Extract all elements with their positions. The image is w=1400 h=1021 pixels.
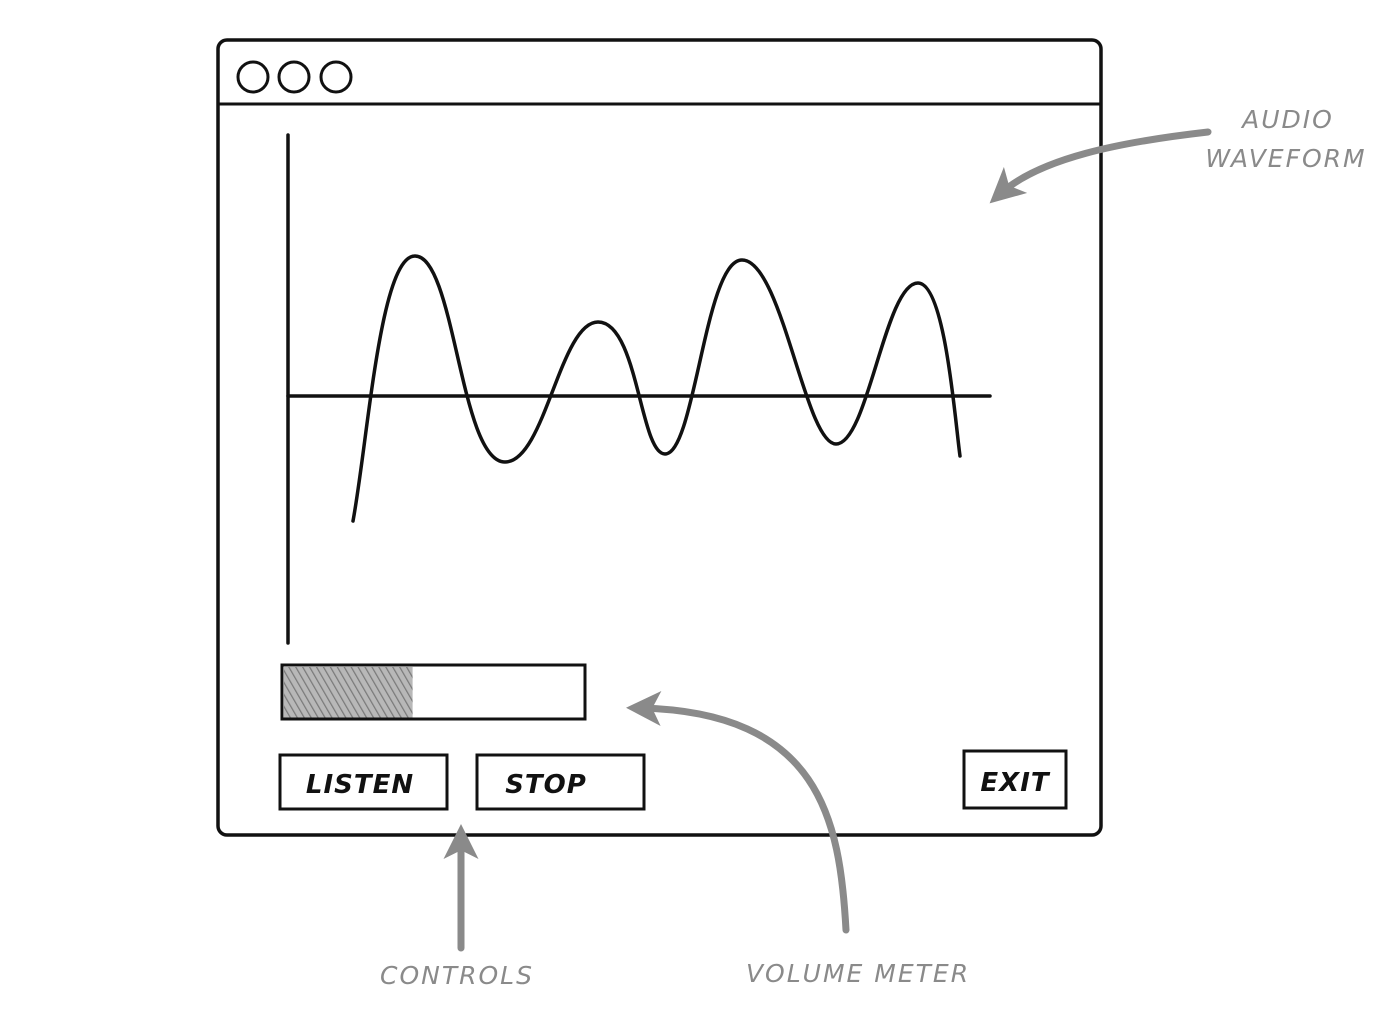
annotation-controls: CONTROLS [380,824,534,990]
exit-button[interactable]: EXIT [962,749,1068,810]
annotation-controls-label: CONTROLS [380,961,534,990]
annotation-volume-meter: VOLUME METER [626,690,970,988]
arrow-to-waveform [989,128,1212,204]
arrow-to-volume-meter [626,690,850,934]
window-close-dot[interactable] [236,60,270,94]
window-frame [216,38,1103,837]
exit-button-label: EXIT [980,768,1050,798]
stop-button-label: STOP [505,770,587,800]
window-maximize-dot[interactable] [319,60,353,94]
app-window: LISTEN STOP EXIT [216,38,1103,837]
waveform-plot [286,133,992,645]
volume-meter-frame [280,663,587,721]
listen-button-label: LISTEN [306,770,414,800]
listen-button[interactable]: LISTEN [278,753,449,811]
volume-meter [280,663,587,721]
annotation-audio-waveform-line2: WAVEFORM [1205,144,1366,173]
annotation-volume-meter-label: VOLUME METER [746,959,970,988]
window-minimize-dot[interactable] [277,60,311,94]
annotation-audio-waveform: AUDIO WAVEFORM [989,105,1366,204]
waveform-line [351,254,962,523]
stop-button[interactable]: STOP [475,753,646,811]
annotation-audio-waveform-line1: AUDIO [1240,105,1334,134]
volume-meter-fill [284,667,413,718]
window-controls [236,60,353,94]
